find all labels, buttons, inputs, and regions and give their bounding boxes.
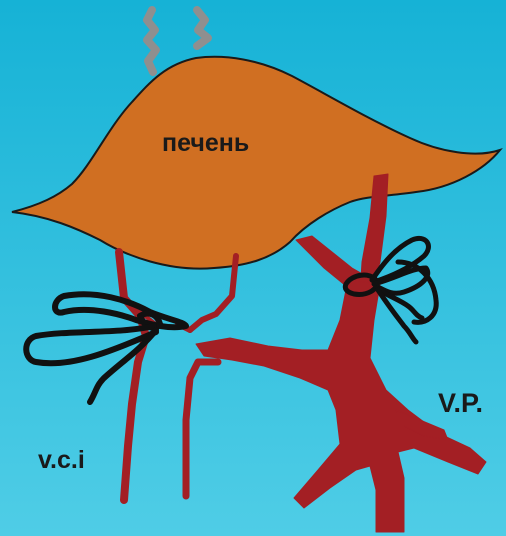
inferior-vena-cava-label: v.c.i bbox=[38, 448, 85, 473]
liver-label: печень bbox=[162, 131, 249, 156]
portal-vein-label: V.P. bbox=[438, 390, 483, 417]
